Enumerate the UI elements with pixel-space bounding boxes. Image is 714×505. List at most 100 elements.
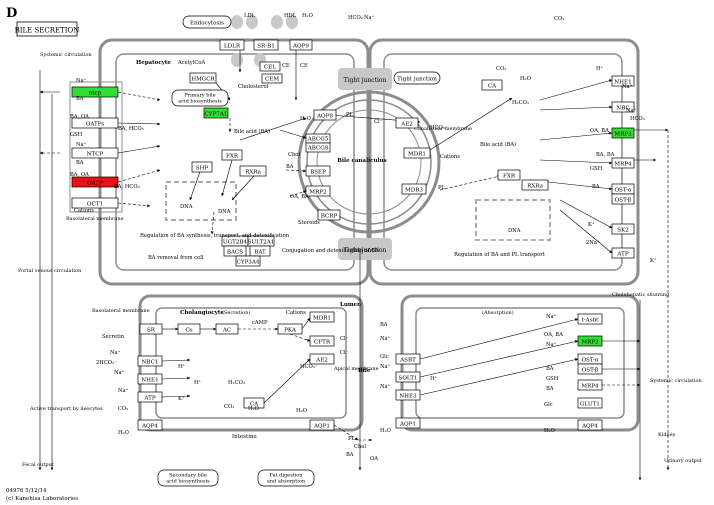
compartment-secretion: (Secretion) [222, 309, 250, 316]
gene-nhe1[interactable]: NHE1 [611, 75, 635, 87]
gene-nbc[interactable]: NBC [611, 101, 635, 113]
gene-oatps[interactable]: OATPs [71, 117, 119, 129]
gene-fxr-r[interactable]: FXR [497, 169, 521, 181]
label-bile-acid-h: Bile acid (BA) [234, 128, 270, 135]
label-cl-c3: Cl⁻ [340, 350, 349, 356]
pathway-box-endocytosis[interactable]: Endocytosis [182, 15, 232, 29]
svg-text:AE2: AE2 [400, 121, 413, 127]
svg-text:OST-α: OST-α [581, 357, 598, 363]
gene-cyp3a4[interactable]: CYP3A4 [235, 255, 261, 267]
gene-glut1[interactable]: GLUT1 [577, 397, 603, 409]
gene-ldlr[interactable]: LDLR [219, 39, 245, 51]
gene-ostab[interactable]: OST-α [611, 183, 635, 195]
gene-ae2[interactable]: AE2 [395, 117, 419, 129]
svg-text:AC: AC [222, 327, 231, 333]
gene-abcg5[interactable]: ABCG5 [305, 133, 331, 144]
svg-text:GLUT1: GLUT1 [580, 401, 600, 407]
gene-osta-i[interactable]: OST-α [577, 353, 603, 365]
svg-text:CYP7A1: CYP7A1 [205, 111, 228, 117]
gene-asbt[interactable]: ASBT [395, 353, 421, 365]
gene-aqp8[interactable]: AQP8 [313, 109, 337, 121]
gene-cftr[interactable]: CFTR [309, 335, 335, 347]
gene-mrp3[interactable]: MRP3 [611, 127, 635, 139]
label-hco3-2: 2HCO₃⁻ [96, 360, 117, 366]
gene-solt1[interactable]: SOLT1 [395, 371, 421, 383]
gene-mdr1[interactable]: MDR1 [403, 147, 431, 159]
gene-atp[interactable]: ATP [611, 247, 635, 259]
svg-text:BCRP: BCRP [321, 213, 338, 219]
gene-ostb[interactable]: OST-β [611, 193, 635, 205]
label-co2-c2: CO₂ [118, 406, 128, 412]
gene-tasbt[interactable]: t-Asbt [577, 313, 603, 325]
gene-bat[interactable]: BAT [249, 245, 271, 257]
gene-mrp2[interactable]: MRP2 [305, 185, 331, 197]
label-cations-l: Cations [74, 208, 94, 214]
gene-bsep[interactable]: BSEP [305, 165, 331, 177]
label-cations-r: Cations [440, 154, 460, 160]
svg-text:PKA: PKA [284, 327, 297, 333]
label-ba-r3: BA [592, 184, 600, 190]
gene-bcrp[interactable]: BCRP [317, 209, 341, 221]
svg-text:FXR: FXR [503, 173, 516, 179]
gene-gs[interactable]: Gs [177, 323, 201, 335]
svg-text:OST-β: OST-β [615, 197, 632, 203]
gene-mrp4[interactable]: MRP4 [611, 157, 635, 169]
gene-ae2-c[interactable]: AE2 [309, 353, 335, 365]
label-cations-c2: Cations [286, 310, 306, 316]
gene-abcg8[interactable]: ABCG8 [305, 142, 331, 153]
gene-aqp4-i[interactable]: AQP4 [577, 419, 603, 431]
gene-mrp4-i[interactable]: MRP4 [577, 379, 603, 391]
gene-rxra-r[interactable]: RXRa [521, 179, 549, 191]
gene-ca-top[interactable]: CA [481, 79, 503, 91]
gene-ostb-i[interactable]: OST-β [577, 363, 603, 375]
svg-text:OATPs: OATPs [86, 121, 105, 127]
svg-text:UGT2B4: UGT2B4 [223, 239, 248, 245]
gene-aqp4[interactable]: AQP4 [137, 419, 163, 431]
gene-mrp3-i[interactable]: MRP3 [577, 335, 603, 347]
gene-atp-c[interactable]: ATP [137, 391, 163, 403]
gene-hmgcr[interactable]: HMGCR [189, 72, 217, 84]
gene-ac[interactable]: AC [215, 323, 239, 335]
svg-text:MRP3: MRP3 [614, 131, 632, 137]
gene-sr[interactable]: SR [139, 323, 163, 335]
gene-mdr3[interactable]: MDR3 [401, 183, 427, 195]
svg-text:SULT2A1: SULT2A1 [248, 239, 275, 245]
svg-text:ntcp: ntcp [89, 90, 102, 96]
label-ba-i3: BA [546, 366, 554, 372]
gene-sk2[interactable]: SK2 [611, 223, 635, 235]
gene-ntcp[interactable]: NTCP [71, 147, 119, 159]
gene-cem[interactable]: CEM [261, 73, 283, 84]
gene-oatp2[interactable]: OATP [71, 176, 119, 188]
gene-ca-c[interactable]: CA [243, 397, 265, 409]
gene-nhe3[interactable]: NHE3 [395, 389, 421, 401]
gene-aqp1-i[interactable]: AQP1 [395, 417, 421, 429]
svg-text:AQP4: AQP4 [581, 423, 598, 429]
gene-nhe1-c[interactable]: NHE1 [137, 373, 163, 385]
gene-baca[interactable]: BACS [223, 245, 247, 257]
gene-pka[interactable]: PKA [277, 323, 303, 335]
label-na-2: Na⁺ [76, 142, 87, 148]
gene-rxra[interactable]: RXRa [239, 165, 267, 177]
svg-text:ATP: ATP [143, 395, 155, 401]
pathway-box-tight-junction-right[interactable]: Tight junction [393, 71, 441, 85]
panel-letter: D [6, 6, 17, 21]
gene-ntcp-top[interactable]: ntcp [71, 86, 119, 98]
gene-nbc1[interactable]: NBC1 [137, 355, 163, 367]
label-ba-hco3: BA, HCO₃ [118, 126, 144, 132]
gene-srb1[interactable]: SR-B1 [253, 39, 279, 51]
gene-cel[interactable]: CEL [259, 61, 281, 72]
svg-text:MRP4: MRP4 [581, 383, 599, 389]
gene-fxr[interactable]: FXR [221, 149, 243, 161]
gene-oct1[interactable]: OCT1 [71, 197, 119, 209]
svg-text:Gs: Gs [185, 327, 192, 333]
gene-cyp7a1[interactable]: CYP7A1 [203, 107, 229, 119]
gene-aqp1[interactable]: AQP1 [309, 419, 335, 431]
gene-aqp9[interactable]: AQP9 [289, 39, 313, 51]
svg-text:CFTR: CFTR [314, 339, 331, 345]
gene-shp[interactable]: SHP [191, 161, 213, 173]
gene-mdr1-c[interactable]: MDR1 [309, 311, 335, 323]
label-h2o-c2: H₂O [248, 406, 259, 412]
